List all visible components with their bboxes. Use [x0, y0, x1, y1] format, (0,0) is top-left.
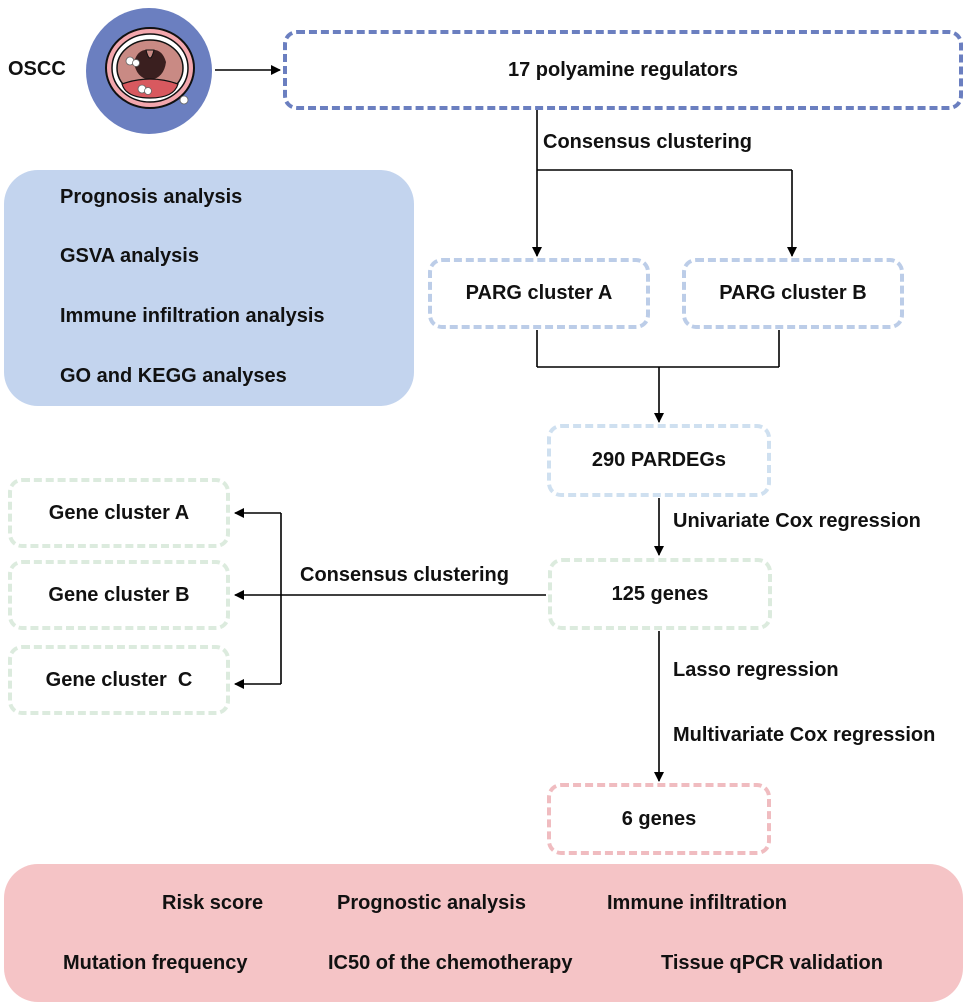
polyamine-regulators-box: 17 polyamine regulators [283, 30, 963, 110]
open-mouth-icon [86, 8, 212, 134]
immune-infiltration-item: Immune infiltration [607, 892, 787, 914]
gene-cluster-b-box: Gene cluster B [8, 560, 230, 630]
tissue-qpcr-validation-item: Tissue qPCR validation [661, 952, 883, 974]
blue-analysis-panel: Prognosis analysis GSVA analysis Immune … [4, 170, 414, 406]
multivariate-cox-label: Multivariate Cox regression [673, 724, 936, 746]
gene-cluster-c-box: Gene cluster C [8, 645, 230, 715]
consensus-clustering-left-label: Consensus clustering [300, 564, 509, 586]
genes-125-box: 125 genes [548, 558, 772, 630]
univariate-cox-label: Univariate Cox regression [673, 510, 921, 532]
genes-6-box: 6 genes [547, 783, 771, 855]
mutation-frequency-item: Mutation frequency [63, 952, 248, 974]
parg-cluster-a-box: PARG cluster A [428, 258, 650, 329]
pink-validation-panel: Risk score Prognostic analysis Immune in… [4, 864, 963, 1002]
oscc-label: OSCC [8, 58, 66, 80]
lasso-regression-label: Lasso regression [673, 659, 839, 681]
gene-cluster-a-box: Gene cluster A [8, 478, 230, 548]
go-kegg-analyses-item: GO and KEGG analyses [60, 365, 287, 387]
prognostic-analysis-item: Prognostic analysis [337, 892, 526, 914]
ic50-chemotherapy-item: IC50 of the chemotherapy [328, 952, 573, 974]
prognosis-analysis-item: Prognosis analysis [60, 186, 243, 208]
risk-score-item: Risk score [162, 892, 264, 914]
immune-infiltration-analysis-item: Immune infiltration analysis [60, 305, 325, 327]
pardegs-box: 290 PARDEGs [547, 424, 771, 497]
parg-cluster-b-box: PARG cluster B [682, 258, 904, 329]
gsva-analysis-item: GSVA analysis [60, 245, 199, 267]
consensus-clustering-top-label: Consensus clustering [543, 131, 752, 153]
